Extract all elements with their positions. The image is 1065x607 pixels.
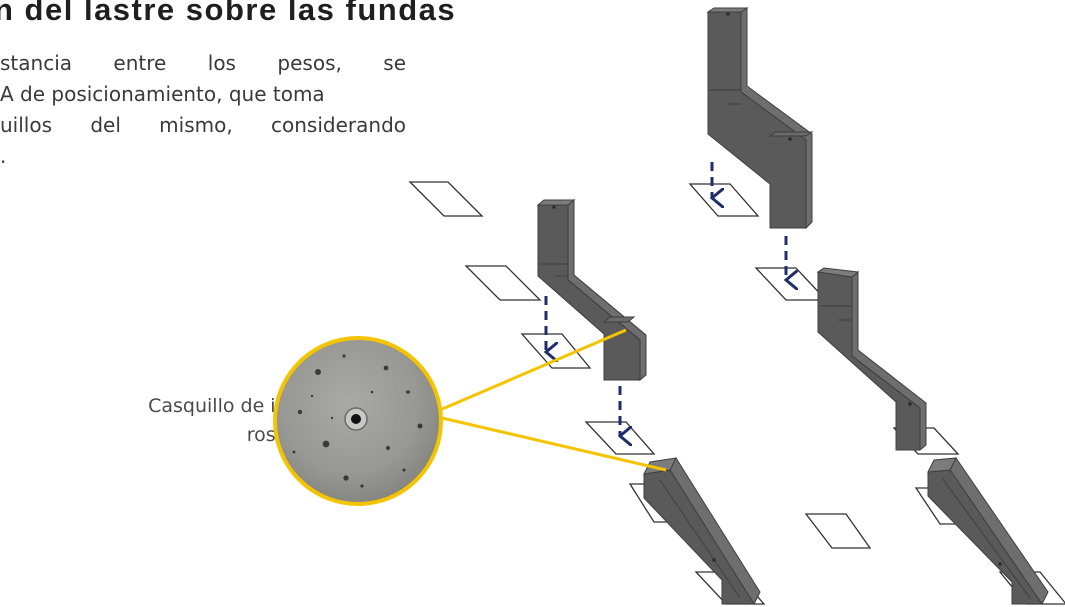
intro-line: stancia entre los pesos, se: [0, 51, 406, 75]
floor-pad: [804, 513, 872, 549]
floor-pad: [584, 421, 656, 455]
threaded-insert-detail: [273, 336, 443, 506]
intro-line: .: [0, 144, 7, 168]
base-sleeve: [643, 456, 761, 606]
ballast-block: [816, 267, 927, 452]
floor-pad: [754, 267, 828, 301]
leader-line: [441, 416, 667, 472]
placement-arrows: [546, 162, 786, 436]
floor-pad: [688, 183, 760, 217]
section-title: n del lastre sobre las fundas: [0, 0, 457, 27]
floor-pad: [408, 181, 484, 217]
callout-leaders: [439, 328, 667, 472]
intro-line: uillos del mismo, considerando: [0, 113, 406, 137]
base-sleeve: [927, 457, 1049, 605]
ballast-block: [706, 7, 814, 230]
leader-line: [439, 328, 627, 412]
floor-pads: [408, 181, 1065, 605]
intro-paragraph: stancia entre los pesos, se A de posicio…: [0, 48, 406, 172]
intro-line: A de posicionamiento, que toma: [0, 82, 325, 106]
floor-pad: [464, 265, 542, 301]
